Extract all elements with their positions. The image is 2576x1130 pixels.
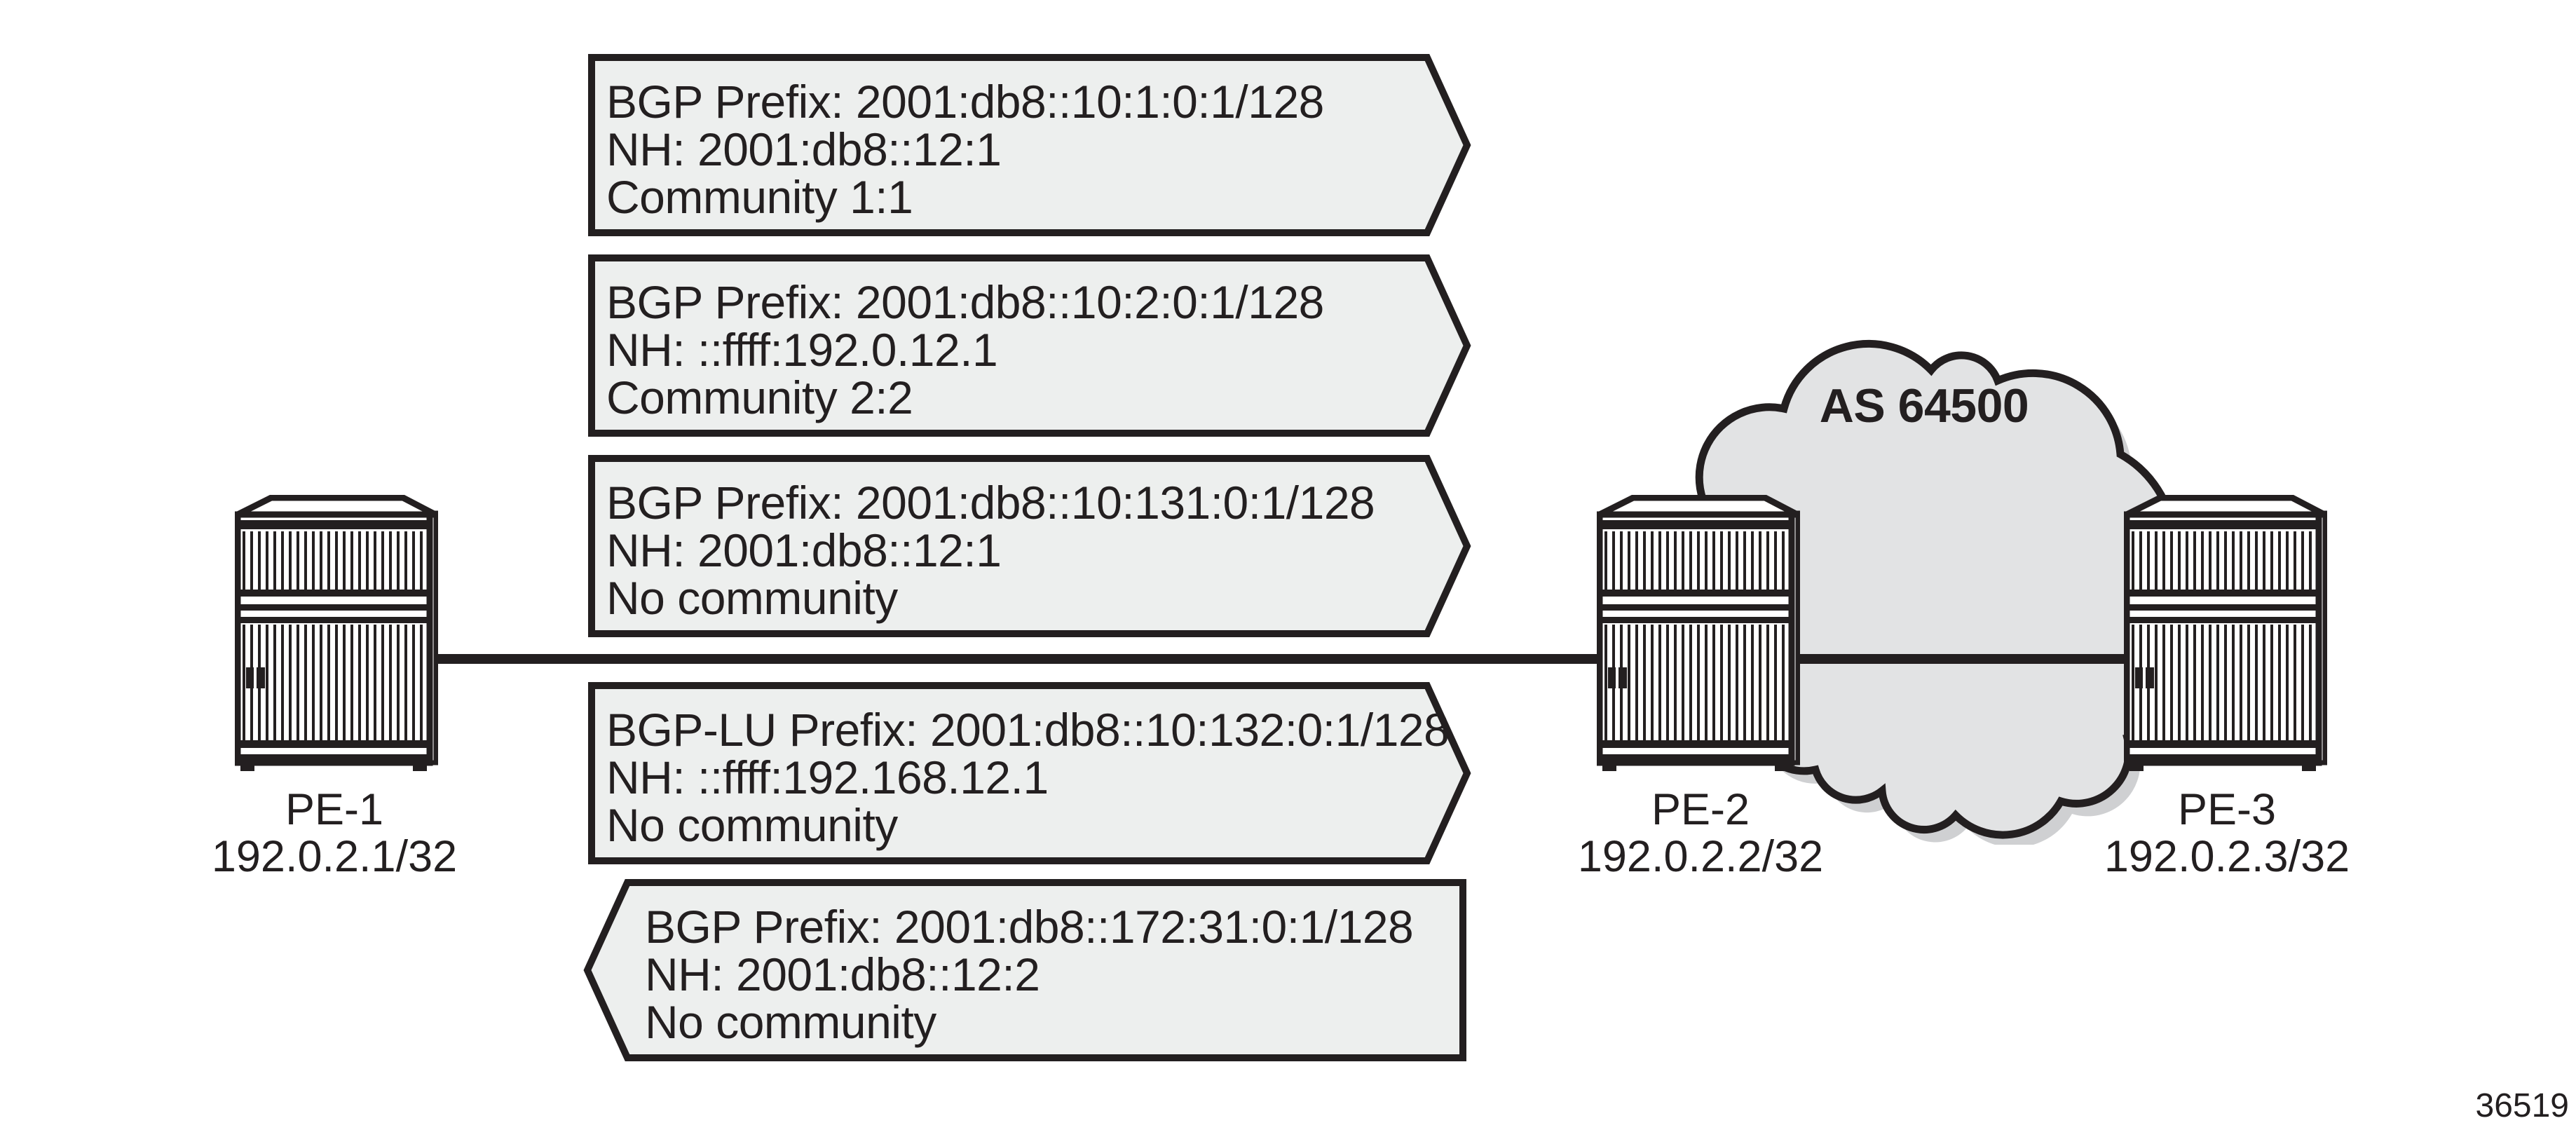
banner-text: BGP Prefix: 2001:db8::172:31:0:1/128 NH:… xyxy=(645,901,1414,1048)
advertisement-banner-1: BGP Prefix: 2001:db8::10:1:0:1/128 NH: 2… xyxy=(588,54,1471,236)
router-icon-pe1 xyxy=(235,495,438,771)
right-arrow-banner-shape xyxy=(588,254,1471,437)
banner-line: Community 2:2 xyxy=(606,372,913,423)
router-ip: 192.0.2.2/32 xyxy=(1577,832,1824,881)
router-icon-pe2 xyxy=(1597,495,1800,771)
right-arrow-banner-shape xyxy=(588,54,1471,236)
router-label-pe1: PE-1 192.0.2.1/32 xyxy=(166,787,503,880)
router-label-pe3: PE-3 192.0.2.3/32 xyxy=(2059,787,2395,880)
banner-line: NH: 2001:db8::12:2 xyxy=(645,948,1040,1000)
banner-text: BGP Prefix: 2001:db8::10:1:0:1/128 NH: 2… xyxy=(606,78,1415,221)
banner-line: NH: 2001:db8::12:1 xyxy=(606,524,1002,576)
router-name: PE-3 xyxy=(2177,785,2277,834)
router-name: PE-2 xyxy=(1651,785,1750,834)
right-arrow-banner-shape xyxy=(588,455,1471,637)
banner-line: No community xyxy=(606,572,898,624)
banner-line: BGP Prefix: 2001:db8::10:1:0:1/128 xyxy=(606,76,1324,128)
banner-line: BGP-LU Prefix: 2001:db8::10:132:0:1/128 xyxy=(606,704,1450,756)
router-icon-pe3 xyxy=(2124,495,2327,771)
banner-line: BGP Prefix: 2001:db8::172:31:0:1/128 xyxy=(645,901,1414,953)
router-label-pe2: PE-2 192.0.2.2/32 xyxy=(1532,787,1869,880)
router-ip: 192.0.2.1/32 xyxy=(211,832,458,881)
banner-line: NH: 2001:db8::12:1 xyxy=(606,123,1002,175)
banner-text: BGP Prefix: 2001:db8::10:2:0:1/128 NH: :… xyxy=(606,278,1415,421)
banner-line: BGP Prefix: 2001:db8::10:2:0:1/128 xyxy=(606,276,1324,328)
banner-line: NH: ::ffff:192.168.12.1 xyxy=(606,751,1049,803)
figure-number: 36519 xyxy=(2475,1087,2569,1124)
banner-line: BGP Prefix: 2001:db8::10:131:0:1/128 xyxy=(606,477,1375,529)
router-ip: 192.0.2.3/32 xyxy=(2104,832,2350,881)
banner-line: No community xyxy=(606,799,898,851)
banner-line: NH: ::ffff:192.0.12.1 xyxy=(606,324,998,376)
banner-text: BGP Prefix: 2001:db8::10:131:0:1/128 NH:… xyxy=(606,479,1415,622)
left-arrow-banner-shape xyxy=(583,879,1466,1061)
advertisement-banner-4: BGP-LU Prefix: 2001:db8::10:132:0:1/128 … xyxy=(588,682,1471,864)
advertisement-banner-3: BGP Prefix: 2001:db8::10:131:0:1/128 NH:… xyxy=(588,455,1471,637)
link-pe1-pe2-pe3 xyxy=(431,654,2176,664)
advertisement-banner-2: BGP Prefix: 2001:db8::10:2:0:1/128 NH: :… xyxy=(588,254,1471,437)
banner-text: BGP-LU Prefix: 2001:db8::10:132:0:1/128 … xyxy=(606,704,1450,851)
as-cloud xyxy=(1684,339,2192,845)
banner-line: No community xyxy=(645,996,936,1048)
router-name: PE-1 xyxy=(285,785,384,834)
right-arrow-banner-shape xyxy=(588,682,1471,864)
advertisement-banner-5: BGP Prefix: 2001:db8::172:31:0:1/128 NH:… xyxy=(583,879,1466,1061)
as-cloud-label: AS 64500 xyxy=(1819,379,2029,433)
banner-line: Community 1:1 xyxy=(606,171,913,223)
